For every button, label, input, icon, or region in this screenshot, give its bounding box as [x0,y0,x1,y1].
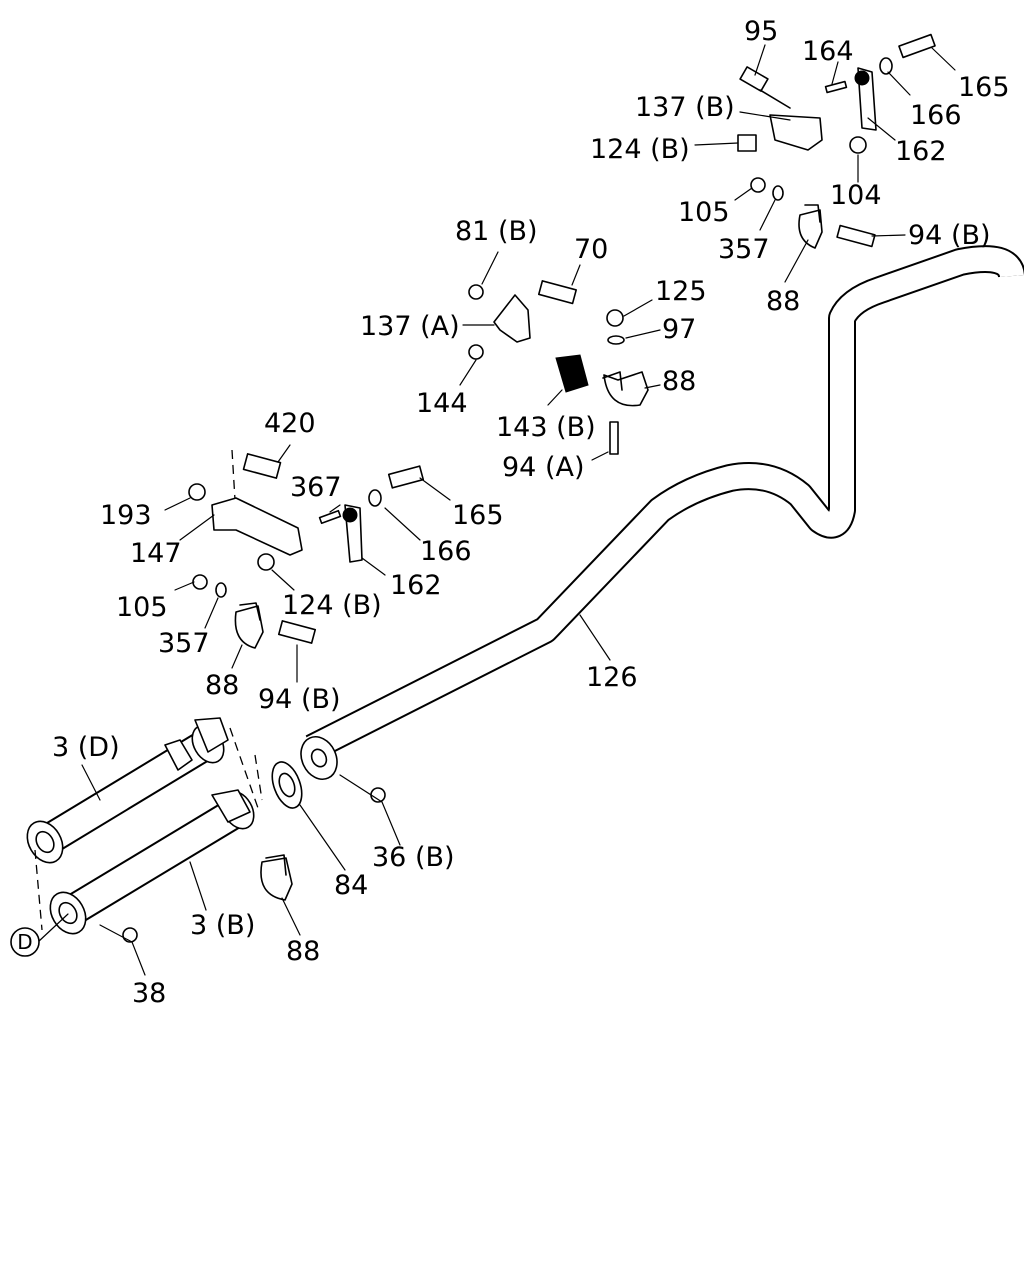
label-166-mid: 166 [420,536,472,567]
left-bracket-assembly [188,453,425,649]
label-143b: 143 (B) [496,412,596,443]
label-193: 193 [100,500,152,531]
label-144: 144 [416,388,468,419]
label-147: 147 [130,538,182,569]
label-125: 125 [655,276,707,307]
label-357-top: 357 [718,234,770,265]
label-95: 95 [744,16,778,47]
label-81b: 81 (B) [455,216,538,247]
label-3b: 3 (B) [190,910,255,941]
label-165-mid: 165 [452,500,504,531]
reference-marker-d: D [10,927,40,957]
label-166-top: 166 [910,100,962,131]
label-3d: 3 (D) [52,732,120,763]
label-137b: 137 (B) [635,92,735,123]
label-88-mid: 88 [662,366,696,397]
label-164: 164 [802,36,854,67]
label-84: 84 [334,870,368,901]
upper-right-bracket-assembly [737,33,936,249]
label-88-top: 88 [766,286,800,317]
front-pipe-3d [26,717,229,864]
front-pipe-3b [49,789,255,935]
label-126: 126 [586,662,638,693]
label-88-bottom: 88 [286,936,320,967]
exhaust-pipe-126 [300,245,1024,780]
label-94b-mid: 94 (B) [258,684,341,715]
callout-labels: 95 164 165 137 (B) 166 124 (B) 162 104 1… [52,16,1010,1009]
assembly-guide-lines [34,449,263,931]
label-70: 70 [574,234,608,265]
label-105-top: 105 [678,197,730,228]
label-162-top: 162 [895,136,947,167]
middle-bracket-assembly [468,280,649,455]
lower-clamp-and-nuts [122,787,386,943]
label-104: 104 [830,180,882,211]
label-420: 420 [264,408,316,439]
label-124b-mid: 124 (B) [282,590,382,621]
label-94b-top: 94 (B) [908,220,991,251]
gasket-84 [271,761,303,809]
leader-lines [37,44,956,976]
label-124b-top: 124 (B) [590,134,690,165]
label-165-top: 165 [958,72,1010,103]
label-105-mid: 105 [116,592,168,623]
label-36b: 36 (B) [372,842,455,873]
label-367: 367 [290,472,342,503]
label-357-mid: 357 [158,628,210,659]
label-137a: 137 (A) [360,311,460,342]
label-162-mid: 162 [390,570,442,601]
reference-d-text: D [17,930,32,954]
label-97: 97 [662,314,696,345]
label-94a: 94 (A) [502,452,584,483]
label-88-left: 88 [205,670,239,701]
label-38: 38 [132,978,166,1009]
